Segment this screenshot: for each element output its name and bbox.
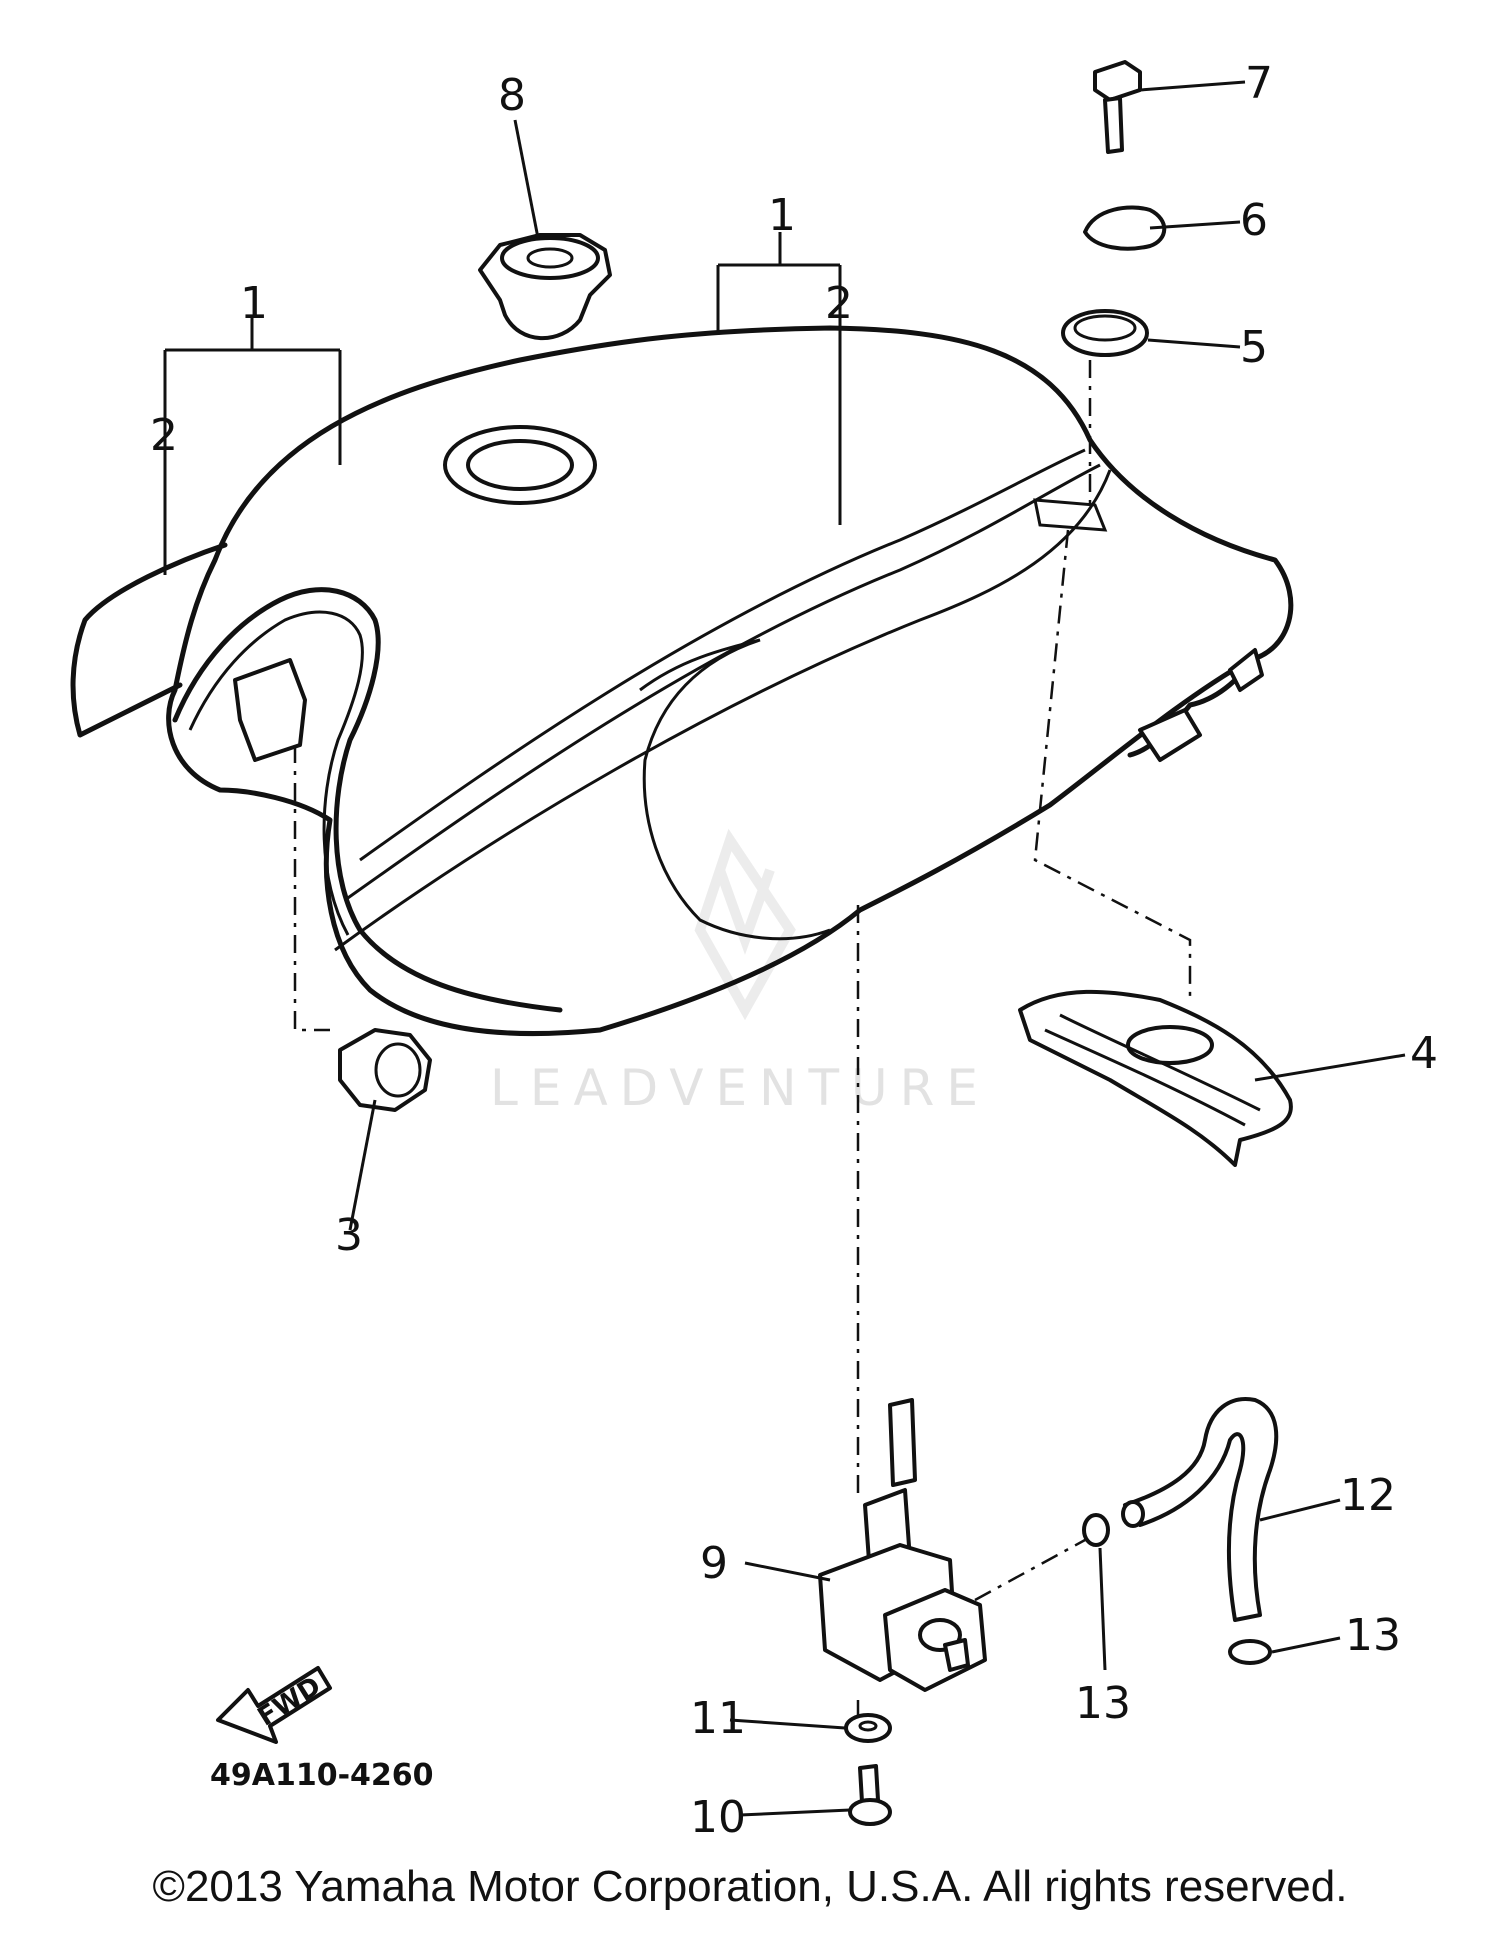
leader-lines — [163, 80, 1406, 1817]
fuel-tank — [70, 325, 1294, 1037]
fuel-cock-9 — [818, 1398, 987, 1692]
callout-12: 12 — [1340, 1470, 1396, 1521]
callout-7: 7 — [1245, 58, 1273, 109]
fuel-hose-12 — [1121, 1397, 1279, 1622]
callout-9: 9 — [700, 1538, 728, 1589]
callout-1-left: 1 — [240, 278, 268, 329]
callout-6: 6 — [1240, 195, 1268, 246]
damper-5 — [1061, 309, 1149, 357]
callout-10: 10 — [690, 1792, 746, 1843]
callout-13-right: 13 — [1345, 1610, 1401, 1661]
fwd-label: FWD — [253, 1671, 327, 1732]
assembly-lines — [293, 360, 1192, 1720]
callout-4: 4 — [1410, 1028, 1438, 1079]
screw-10 — [848, 1764, 892, 1826]
callout-5: 5 — [1240, 322, 1268, 373]
grommet-3 — [338, 1028, 432, 1112]
clip-13b — [1228, 1639, 1272, 1665]
fuel-cap — [478, 233, 612, 341]
plate-4 — [1018, 989, 1293, 1167]
washer-11 — [844, 1713, 892, 1743]
fwd-arrow-icon: FWD — [216, 1666, 332, 1744]
watermark-text: LEADVENTURE — [490, 1059, 990, 1117]
callout-13-left: 13 — [1075, 1678, 1131, 1729]
callout-8: 8 — [498, 70, 526, 121]
callout-1-middle: 1 — [768, 190, 796, 241]
copyright-notice: ©2013 Yamaha Motor Corporation, U.S.A. A… — [152, 1862, 1348, 1911]
callout-2-left: 2 — [150, 410, 178, 461]
clip-13a — [1082, 1513, 1110, 1547]
callout-11: 11 — [690, 1693, 746, 1744]
callout-2-middle: 2 — [825, 278, 853, 329]
watermark: LEADVENTURE — [490, 828, 990, 1117]
callout-3: 3 — [335, 1210, 363, 1261]
bolt-7 — [1093, 60, 1142, 154]
callouts: 1 1 2 2 3 4 5 6 7 8 9 10 11 12 13 13 — [150, 58, 1438, 1843]
diagram-code: 49A110-4260 — [210, 1758, 434, 1793]
